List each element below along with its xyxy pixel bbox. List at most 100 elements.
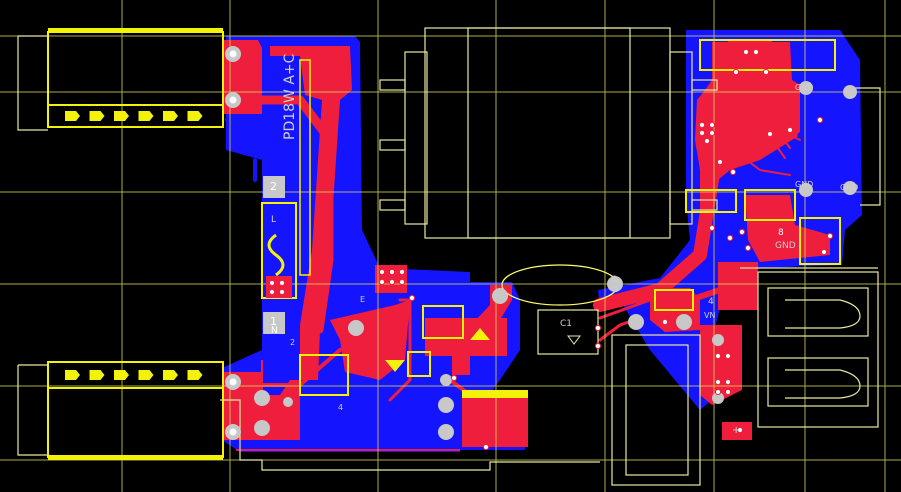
via: [268, 279, 276, 287]
pad-trans-1: [492, 288, 508, 304]
pad-bridge-1: [254, 390, 270, 406]
via: [816, 116, 824, 124]
pad-nmos: [440, 374, 452, 386]
usb-a-tongue-1: [767, 287, 869, 337]
gnd-right-text: GND: [840, 183, 858, 192]
fuse-pad-bottom: [263, 312, 285, 334]
via: [450, 374, 458, 382]
transformer-inner: [467, 27, 631, 239]
trace-secondary-out: [687, 267, 743, 303]
pin-plus-text: +: [732, 425, 740, 436]
top-pad-smd: [462, 395, 528, 447]
pad-usbc-shell-1: [799, 81, 813, 95]
transformer-pin-left-2: [379, 139, 406, 151]
via: [698, 121, 706, 129]
ac-connector-pin: [114, 111, 129, 121]
via: [820, 248, 828, 256]
btrace-right-1: [797, 92, 858, 138]
via: [661, 318, 669, 326]
pin-4b-text: 4: [338, 403, 343, 412]
pin-1-text: 1: [612, 275, 618, 285]
out-connector-pin: [138, 370, 154, 380]
via: [716, 158, 724, 166]
silkscreen-bars: [48, 28, 528, 460]
ac-connector-pin: [138, 111, 154, 121]
pad-out-cap-2: [676, 314, 692, 330]
pad-bulk-1: [348, 320, 364, 336]
conn-letter-n-text: N: [271, 326, 278, 336]
trace-diag-right: [593, 133, 722, 312]
pad-c3: [283, 397, 293, 407]
part-r1-outline: [537, 309, 599, 355]
via: [762, 68, 770, 76]
via: [714, 352, 722, 360]
diode-d1-symbol: [385, 360, 405, 372]
via: [408, 294, 416, 302]
ac-connector-pin: [187, 111, 203, 121]
pin-4-text: 4: [708, 297, 714, 307]
via: [378, 278, 386, 286]
pin-vn-text: VN: [704, 311, 715, 320]
silkscreen-text: PD18W A+C 2 1 L N GND GND GND GND 8 4 1 …: [270, 53, 858, 436]
via: [766, 130, 774, 138]
via: [724, 378, 732, 386]
top-pour-usb-c: [728, 40, 772, 78]
top-pour-usb-a: [700, 325, 742, 405]
gnd-mid-text: GND: [795, 180, 813, 189]
pin-e-text: E: [360, 295, 365, 304]
hole-out-2: [229, 428, 237, 436]
pad-usbc-shell-4: [843, 181, 857, 195]
via: [724, 388, 732, 396]
diode-d2-symbol: [470, 328, 490, 340]
pad-usbc-shell-3: [843, 85, 857, 99]
transformer-pin-right-2: [691, 199, 718, 211]
part-u2-outline: [744, 189, 796, 221]
conn-num-1-text: 1: [270, 315, 277, 328]
part-c2-outline: [685, 189, 737, 213]
usb-a-tongue-2: [767, 357, 869, 407]
out-connector-pin: [187, 370, 203, 380]
usb-a-shell: [757, 271, 879, 428]
conn-num-2-text: 2: [270, 180, 277, 193]
transformer-body: [424, 27, 671, 239]
gnd-usb-text: GND: [775, 241, 796, 251]
ac-connector-pins: [65, 111, 203, 121]
ac-connector-pin: [89, 111, 105, 121]
fuse-oval: [501, 264, 619, 306]
top-pour-right-mid: [745, 195, 830, 262]
pin-g-text: G: [612, 285, 618, 294]
trace-usb-data-3: [729, 129, 786, 159]
cap-outline-bottom: [611, 334, 701, 486]
ac-connector-pin: [65, 111, 80, 121]
via: [708, 129, 716, 137]
trace-gate-drive: [388, 298, 412, 402]
opto-symbol: [567, 335, 581, 345]
via: [594, 342, 602, 350]
part-u1-outline: [422, 305, 464, 339]
trace-hv-bus: [477, 297, 508, 333]
part-q1-outline: [299, 354, 349, 396]
via: [742, 48, 750, 56]
via: [708, 224, 716, 232]
via: [726, 234, 734, 242]
pad-bulk-2: [438, 424, 454, 440]
part-u3-outline: [799, 217, 841, 265]
via: [752, 48, 760, 56]
via: [388, 278, 396, 286]
via: [714, 378, 722, 386]
via: [729, 168, 737, 176]
cap-c1-outline: [299, 59, 311, 276]
trace-usb-data-4: [739, 154, 791, 176]
usb-a-contact-2: [785, 369, 861, 399]
via: [388, 268, 396, 276]
top-traces: [235, 95, 801, 412]
top-pour-ac-bus: [270, 46, 352, 380]
opto-label-text: C1: [560, 319, 572, 329]
vias: [268, 48, 834, 451]
fuse-pad-top: [263, 176, 285, 198]
via: [278, 279, 286, 287]
via: [708, 121, 716, 129]
pad-bulk-3: [438, 397, 454, 413]
part-r2-outline: [654, 289, 694, 311]
